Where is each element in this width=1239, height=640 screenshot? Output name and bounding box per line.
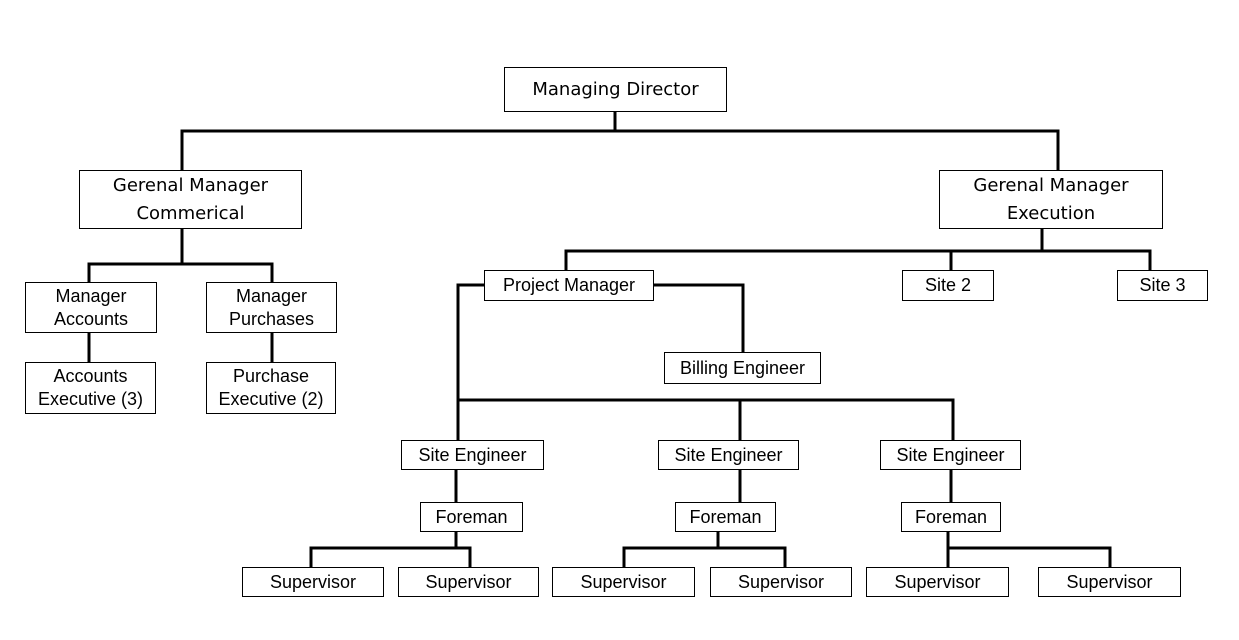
connector-gme-branch — [564, 249, 1152, 272]
label: Project Manager — [502, 275, 636, 295]
node-site-2: Site 2 — [902, 270, 994, 301]
node-manager-purchases: Manager Purchases — [206, 282, 337, 333]
node-supervisor: Supervisor — [552, 567, 695, 597]
label: Site 3 — [1139, 275, 1186, 295]
connector-foreman1-supervisors — [309, 546, 472, 569]
connector-gmc-managers — [87, 262, 274, 284]
node-supervisor: Supervisor — [398, 567, 539, 597]
label: Site Engineer — [896, 444, 1005, 465]
connector-md-gms — [180, 129, 1060, 172]
node-supervisor: Supervisor — [866, 567, 1009, 597]
label: Foreman — [689, 506, 762, 527]
node-billing-engineer: Billing Engineer — [664, 352, 821, 384]
label: Supervisor — [737, 571, 825, 592]
node-site-engineer: Site Engineer — [401, 440, 544, 470]
label: Billing Engineer — [679, 357, 806, 378]
node-site-engineer: Site Engineer — [658, 440, 799, 470]
node-gm-commercial: Gerenal Manager Commerical — [79, 170, 302, 229]
node-site-engineer: Site Engineer — [880, 440, 1021, 470]
label: Gerenal Manager Commerical — [112, 174, 269, 224]
node-foreman: Foreman — [901, 502, 1001, 532]
label: Purchase Executive (2) — [218, 366, 324, 409]
label: Accounts Executive (3) — [37, 366, 144, 409]
label: Supervisor — [894, 571, 981, 592]
node-supervisor: Supervisor — [1038, 567, 1181, 597]
node-foreman: Foreman — [420, 502, 523, 532]
node-gm-execution: Gerenal Manager Execution — [939, 170, 1163, 229]
label: Supervisor — [269, 571, 357, 592]
label: Supervisor — [1066, 571, 1153, 592]
label: Supervisor — [425, 571, 512, 592]
connector-pm-site-engineers — [456, 398, 955, 442]
node-accounts-executive: Accounts Executive (3) — [25, 362, 156, 414]
connector-pm-left — [456, 283, 486, 402]
label: Gerenal Manager Execution — [973, 174, 1129, 224]
label: Manager Purchases — [228, 285, 315, 329]
node-manager-accounts: Manager Accounts — [25, 282, 157, 333]
connector-foreman2-supervisors — [622, 546, 787, 569]
node-foreman: Foreman — [675, 502, 776, 532]
label: Foreman — [914, 506, 988, 527]
connector-foreman3-supervisors — [946, 546, 1112, 569]
label: Site Engineer — [674, 444, 783, 465]
node-purchase-executive: Purchase Executive (2) — [206, 362, 336, 414]
node-supervisor: Supervisor — [710, 567, 852, 597]
label: Managing Director — [532, 78, 699, 100]
label: Foreman — [435, 506, 508, 527]
label: Site Engineer — [418, 444, 527, 465]
label: Site 2 — [924, 275, 972, 295]
label: Supervisor — [580, 571, 667, 592]
node-supervisor: Supervisor — [242, 567, 384, 597]
node-project-manager: Project Manager — [484, 270, 654, 301]
label: Manager Accounts — [53, 285, 129, 329]
node-managing-director: Managing Director — [504, 67, 727, 112]
connector-pm-billing — [652, 283, 745, 354]
node-site-3: Site 3 — [1117, 270, 1208, 301]
